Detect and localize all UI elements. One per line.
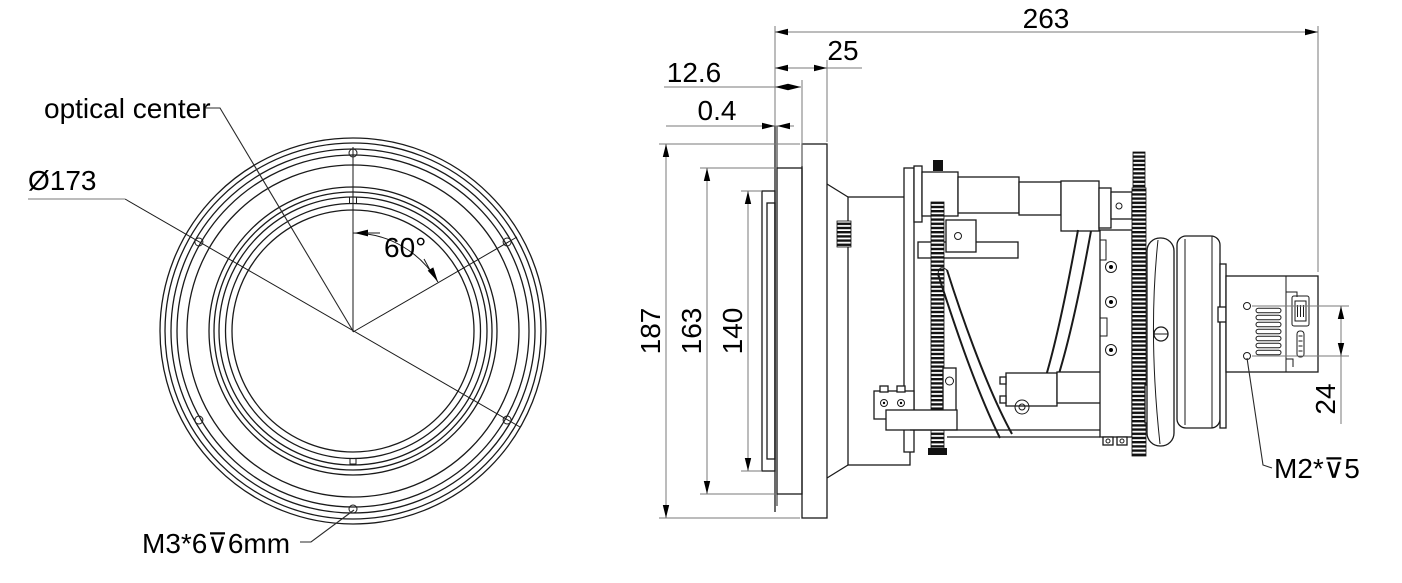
rear-mount-plate — [1099, 229, 1133, 438]
cone-and-barrel — [826, 167, 915, 479]
camera-body — [1225, 275, 1319, 373]
center-construction-lines — [124, 147, 521, 428]
angle-dimension: 60° — [352, 229, 439, 283]
dim-front-step: 12.6 — [664, 57, 801, 91]
dim-overall-length: 263 — [775, 3, 1318, 36]
dim-front-to-flange-label: 25 — [827, 35, 858, 66]
l-plate — [885, 409, 958, 431]
mount-plate — [903, 167, 915, 453]
cable-left-a — [946, 269, 1013, 435]
dim-window-height-label: 140 — [717, 308, 748, 355]
gear-disc — [1146, 237, 1175, 447]
front-screw-label: M3*6⊽6mm — [142, 528, 290, 559]
mount-hole-upper-left — [194, 237, 204, 247]
optical-center-label: optical center — [44, 93, 211, 124]
front-screw-callout: M3*6⊽6mm — [142, 509, 355, 559]
cable-right-a — [1045, 229, 1079, 377]
flange-plate — [801, 143, 828, 519]
front-cell — [776, 167, 803, 495]
dim-rear-hole-spacing-label: 24 — [1310, 383, 1341, 414]
bolt-diameter-line — [124, 198, 521, 428]
dim-overall-length-label: 263 — [1023, 3, 1070, 34]
usb-connector — [1291, 295, 1310, 327]
gearbox — [957, 176, 1020, 214]
angle-label: 60° — [384, 232, 426, 263]
window-frame — [761, 190, 776, 472]
mount-hole-lower-left — [194, 415, 204, 425]
mount-hole-upper-right — [502, 237, 512, 247]
bolt-radius-line — [352, 236, 518, 333]
diameter-label: Ø173 — [28, 165, 97, 196]
zoom-ring-gear — [1131, 187, 1147, 457]
rack-clamp — [942, 367, 957, 415]
optical-center-callout: optical center — [44, 93, 354, 332]
mount-holes — [194, 148, 512, 514]
rear-gear-group — [1131, 151, 1175, 457]
spacer-ring — [1219, 263, 1227, 429]
diameter-callout: Ø173 — [28, 165, 125, 200]
dimension-extension-lines — [659, 26, 1349, 519]
cable-right-b — [1056, 230, 1092, 381]
mount-hole-lower-right — [502, 415, 512, 425]
dim-front-cell-height: 163 — [676, 168, 711, 494]
front-screw-leader — [300, 509, 355, 543]
pinion-gear — [1132, 151, 1146, 189]
dim-flange-height-label: 187 — [635, 308, 666, 355]
dim-front-cell-height-label: 163 — [676, 308, 707, 355]
dim-front-step-label: 12.6 — [667, 57, 722, 88]
rear-screw-label: M2*⊽5 — [1274, 453, 1360, 484]
rear-screw-hole-top — [1243, 302, 1251, 310]
front-lens-group — [761, 126, 828, 519]
dim-bezel-step: 0.4 — [666, 95, 794, 130]
dim-window-height: 140 — [717, 191, 752, 471]
rear-cylinder — [1176, 235, 1227, 429]
camera-module — [1225, 275, 1319, 373]
rear-screw-leader — [1246, 357, 1273, 469]
dim-flange-height: 187 — [635, 144, 670, 518]
encoder-block — [1060, 180, 1100, 232]
mount-hole-bottom — [348, 504, 358, 514]
rear-screw-callout: M2*⊽5 — [1246, 357, 1360, 484]
dim-bezel-step-label: 0.4 — [698, 95, 737, 126]
vent-slots — [1255, 307, 1282, 356]
dim-rear-hole-spacing: 24 — [1310, 306, 1345, 424]
window-inner — [766, 202, 776, 460]
optical-center-leader — [205, 107, 354, 332]
card-slot — [1296, 330, 1305, 358]
focus-motor — [1005, 372, 1058, 407]
motor-train-top — [913, 160, 1133, 259]
side-view: 263 25 12.6 0.4 187 — [635, 3, 1360, 519]
rear-plate — [1099, 229, 1133, 446]
dim-front-to-flange: 25 — [775, 35, 862, 72]
gear-rack — [928, 201, 957, 455]
front-view: 60° optical center Ø173 M3*6⊽6mm — [28, 93, 547, 559]
tab — [1217, 306, 1227, 323]
cable-bundles — [937, 229, 1092, 439]
bottom-bracket — [873, 385, 1100, 438]
barrel-gear — [836, 220, 852, 248]
rear-barrel — [1176, 235, 1221, 429]
cable-left-b — [937, 273, 1001, 439]
motor-cap — [933, 160, 943, 171]
